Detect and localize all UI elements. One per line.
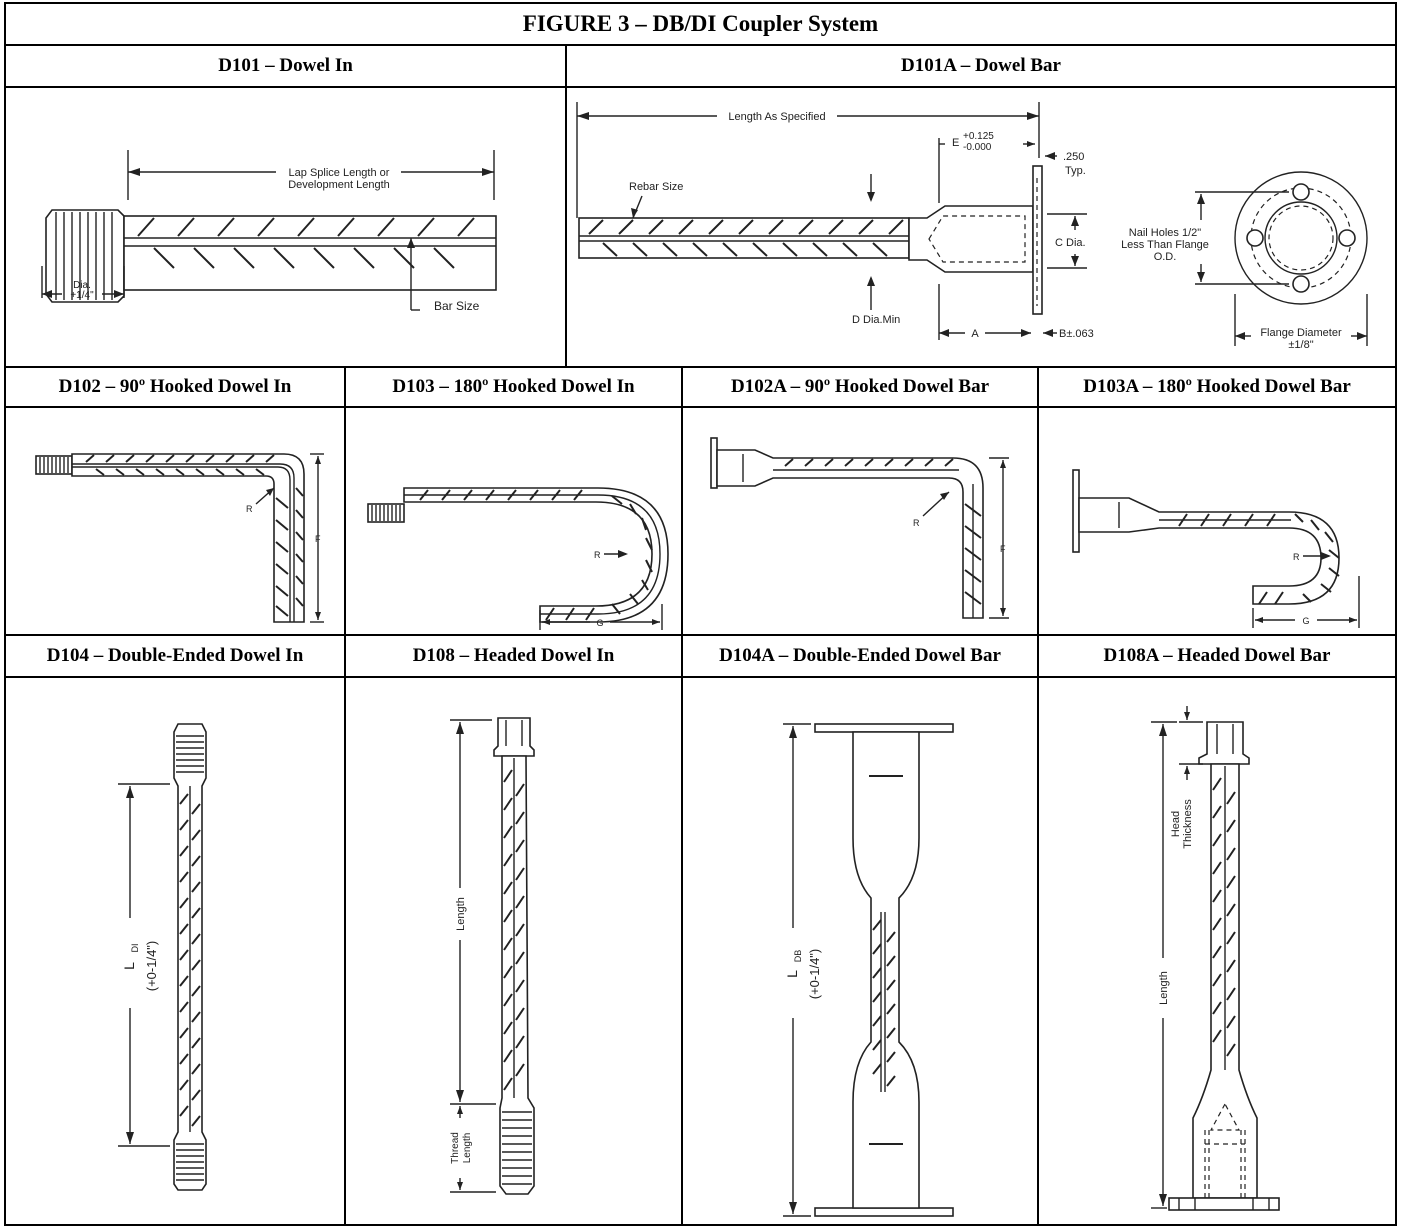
d108a-head-label-2: Thickness bbox=[1182, 799, 1194, 849]
d101a-length-label: Length As Specified bbox=[728, 111, 825, 123]
d101a-typ-label: Typ. bbox=[1065, 165, 1086, 177]
d103-r-label: R bbox=[594, 550, 601, 560]
d108-thread-label-2: Length bbox=[462, 1133, 473, 1164]
d102a-r-label: R bbox=[913, 518, 920, 528]
d104a-l-subscript: DB bbox=[793, 950, 803, 963]
d104-tolerance-label: (+0-1/4") bbox=[144, 941, 159, 992]
d102a-bar bbox=[716, 449, 984, 619]
d108a-flange bbox=[1168, 1197, 1280, 1211]
d108-length-label: Length bbox=[455, 897, 467, 931]
d102-bar bbox=[71, 453, 305, 623]
d103a-g-label: G bbox=[1302, 616, 1309, 626]
figure-sheet: FIGURE 3 – DB/DI Coupler System D101 – D… bbox=[4, 2, 1397, 1226]
header-d104: D104 – Double-Ended Dowel In bbox=[6, 636, 346, 678]
panel-d104: L DI (+0-1/4") bbox=[6, 678, 346, 1224]
d101a-nail-hole-right bbox=[1338, 229, 1356, 247]
d103a-r-label: R bbox=[1293, 552, 1300, 562]
d101a-flange-face bbox=[1234, 171, 1368, 305]
d101a-ribs bbox=[588, 219, 904, 257]
panel-d103: R G bbox=[346, 408, 683, 636]
d103-drawing: R G bbox=[367, 487, 669, 630]
d108-thread-label-1: Thread bbox=[450, 1132, 461, 1164]
d101a-250-label: .250 bbox=[1063, 151, 1084, 163]
d101-lap-label: Lap Splice Length or bbox=[289, 167, 390, 179]
figure-title: FIGURE 3 – DB/DI Coupler System bbox=[6, 4, 1395, 46]
d101a-nail-label-3: O.D. bbox=[1154, 251, 1177, 263]
panel-d102: R F bbox=[6, 408, 346, 636]
d101-thread-lines bbox=[55, 212, 113, 300]
d104a-body bbox=[852, 731, 920, 1209]
panel-d103a: R G bbox=[1039, 408, 1395, 636]
header-d101a: D101A – Dowel Bar bbox=[567, 46, 1395, 88]
d104a-flange-bottom bbox=[814, 1207, 954, 1217]
d101a-e-label: E bbox=[952, 137, 959, 149]
header-d108a: D108A – Headed Dowel Bar bbox=[1039, 636, 1395, 678]
d103-bar bbox=[403, 487, 669, 623]
panel-d104a: L DB (+0-1/4") bbox=[683, 678, 1039, 1224]
d101a-rebar-size-label: Rebar Size bbox=[629, 181, 683, 193]
d101-dia-label: Dia. bbox=[73, 280, 91, 291]
d108a-drawing: Head Thickness Length bbox=[1151, 706, 1280, 1211]
d104-l-subscript: DI bbox=[130, 944, 140, 953]
d101a-d-label: D Dia.Min bbox=[852, 314, 900, 326]
d101a-tol-minus: -0.000 bbox=[963, 142, 992, 153]
d104a-drawing: L DB (+0-1/4") bbox=[783, 723, 954, 1217]
d102-f-label: F bbox=[315, 534, 321, 544]
d101a-c-label: C Dia. bbox=[1055, 237, 1086, 249]
d101a-b-label: B±.063 bbox=[1059, 328, 1094, 340]
panel-d102a: R F bbox=[683, 408, 1039, 636]
d101-lap-label-2: Development Length bbox=[288, 179, 390, 191]
header-d102a: D102A – 90º Hooked Dowel Bar bbox=[683, 368, 1039, 408]
d103a-bar bbox=[1078, 497, 1340, 605]
d101-drawing: Lap Splice Length or Development Length … bbox=[41, 150, 497, 313]
header-d102: D102 – 90º Hooked Dowel In bbox=[6, 368, 346, 408]
header-d103a: D103A – 180º Hooked Dowel Bar bbox=[1039, 368, 1395, 408]
d101a-nail-hole-bottom bbox=[1292, 275, 1310, 293]
header-d103: D103 – 180º Hooked Dowel In bbox=[346, 368, 683, 408]
d101a-flange-label-1: Flange Diameter bbox=[1260, 327, 1342, 339]
d102-drawing: R F bbox=[35, 453, 324, 623]
panel-d108: Length Thread Length bbox=[346, 678, 683, 1224]
d101a-a-label: A bbox=[971, 328, 979, 340]
d101a-rebar bbox=[578, 217, 910, 259]
d104a-l-label: L bbox=[784, 970, 800, 978]
d108a-length-label: Length bbox=[1158, 971, 1170, 1005]
d104-l-label: L bbox=[121, 962, 137, 970]
d101-ribs bbox=[137, 217, 475, 269]
d102-r-label: R bbox=[246, 504, 253, 514]
d103-g-label: G bbox=[596, 618, 603, 628]
d104a-flange-top bbox=[814, 723, 954, 733]
d101a-nail-label-1: Nail Holes 1/2" bbox=[1129, 227, 1201, 239]
d101a-nail-label-2: Less Than Flange bbox=[1121, 239, 1209, 251]
header-d104a: D104A – Double-Ended Dowel Bar bbox=[683, 636, 1039, 678]
panel-d101a: Length As Specified E +0.125 -0.000 .250… bbox=[567, 88, 1395, 368]
d101a-flange-side bbox=[1032, 165, 1043, 315]
d101a-tol-plus: +0.125 bbox=[963, 131, 994, 142]
d102a-f-label: F bbox=[1000, 544, 1006, 554]
d101-dia-label-2: +1/4" bbox=[70, 290, 94, 301]
d101a-nail-hole-left bbox=[1246, 229, 1264, 247]
header-d108: D108 – Headed Dowel In bbox=[346, 636, 683, 678]
d104-drawing: L DI (+0-1/4") bbox=[118, 723, 207, 1191]
d104a-tolerance-label: (+0-1/4") bbox=[807, 949, 822, 1000]
d101a-nail-hole-top bbox=[1292, 183, 1310, 201]
header-d101: D101 – Dowel In bbox=[6, 46, 567, 88]
d101a-flange-label-2: ±1/8" bbox=[1288, 339, 1313, 351]
d108-drawing: Length Thread Length bbox=[450, 717, 535, 1195]
d108-head bbox=[493, 717, 535, 757]
d101a-drawing: Length As Specified E +0.125 -0.000 .250… bbox=[576, 102, 1368, 351]
d102a-drawing: R F bbox=[710, 437, 1009, 619]
d108a-head-label-1: Head bbox=[1170, 811, 1182, 837]
panel-d101: Lap Splice Length or Development Length … bbox=[6, 88, 567, 368]
panel-d108a: Head Thickness Length bbox=[1039, 678, 1395, 1224]
d108a-head bbox=[1198, 721, 1250, 765]
d103a-drawing: R G bbox=[1072, 469, 1360, 628]
d101-bar-size-label: Bar Size bbox=[434, 299, 480, 313]
